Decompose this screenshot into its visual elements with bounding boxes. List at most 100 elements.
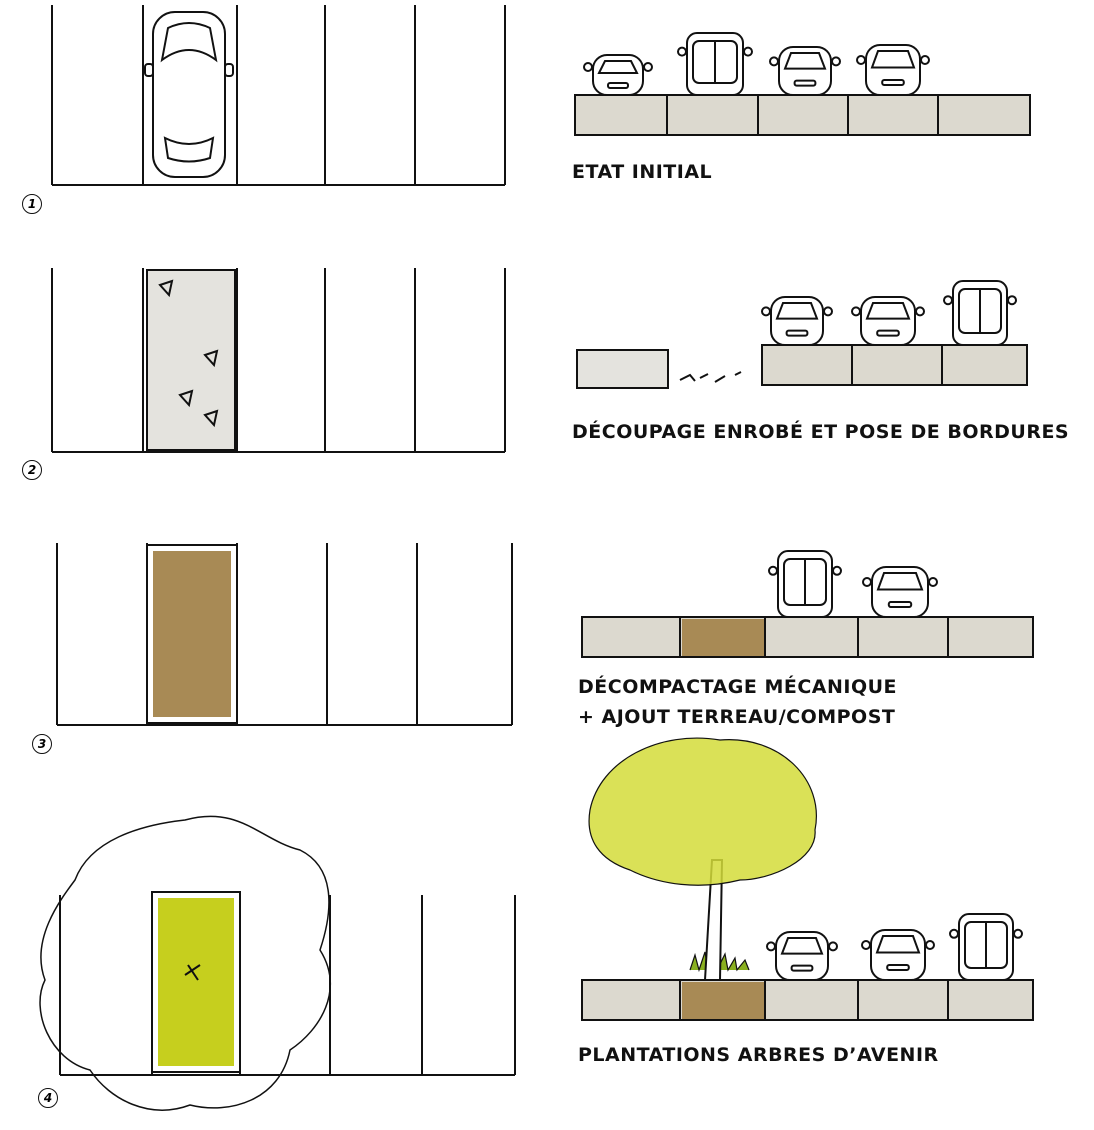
cut-asphalt-pit [146, 269, 236, 451]
license-plate [886, 964, 910, 971]
section-2-cut-slab [576, 349, 669, 389]
pavement-block [666, 94, 759, 136]
rear-window [875, 935, 921, 954]
section-4-pavement [581, 979, 1034, 1021]
car-rear-view [851, 296, 925, 346]
step-1-label: ETAT INITIAL [572, 161, 713, 183]
car-rear-view [766, 931, 838, 981]
license-plate [607, 82, 629, 89]
vehicle-body [592, 54, 644, 96]
rear-window [780, 937, 824, 955]
mirror [851, 306, 861, 317]
mirror [949, 928, 959, 939]
mirror [769, 56, 779, 67]
mirror [677, 46, 687, 57]
pavement-block [581, 616, 681, 658]
step-number-1: 1 [22, 194, 42, 214]
van-rear-view [677, 32, 753, 96]
license-plate [793, 79, 817, 87]
step-2-label: DÉCOUPAGE ENROBÉ ET POSE DE BORDURES [572, 421, 1070, 443]
car-mirror [224, 63, 234, 77]
license-plate [790, 964, 814, 972]
section-3-pavement [581, 616, 1034, 658]
license-plate [785, 329, 809, 337]
asphalt-debris [158, 279, 174, 298]
pavement-block [857, 979, 949, 1021]
mirror [928, 577, 938, 587]
mirror [862, 577, 872, 587]
rear-window [783, 52, 827, 70]
section-2-pavement [761, 344, 1028, 386]
vehicle-body [860, 296, 916, 346]
asphalt-debris [679, 371, 742, 383]
soil-compost-fill [153, 551, 231, 717]
plan-view-3 [56, 543, 513, 726]
grass-fill [158, 898, 234, 1066]
mirror [915, 306, 925, 317]
mirror [643, 62, 653, 72]
pavement-block [851, 344, 943, 386]
pavement-block [764, 616, 859, 658]
mirror [768, 565, 778, 576]
vehicle-body [865, 44, 921, 96]
step-3-label-2: + AJOUT TERREAU/COMPOST [578, 706, 896, 728]
van-rear-view [949, 913, 1023, 981]
rear-window [876, 572, 924, 591]
van-rear-view [943, 280, 1017, 346]
mirror [925, 940, 935, 950]
plan-view-1 [51, 5, 506, 186]
pavement-block [581, 979, 681, 1021]
step-3-label: DÉCOMPACTAGE MÉCANIQUE [578, 676, 898, 698]
tree-canopy [588, 737, 817, 886]
section-1-pavement [574, 94, 1031, 136]
pavement-block [761, 344, 853, 386]
car-body [152, 11, 226, 178]
mirror [832, 565, 842, 576]
pavement-block [857, 616, 949, 658]
car-rear-window [163, 136, 215, 163]
mirror [823, 306, 833, 317]
vehicle-body [871, 566, 929, 618]
pavement-block [947, 616, 1034, 658]
asphalt-debris [203, 349, 219, 368]
vehicle-body [775, 931, 829, 981]
soil-compost [682, 619, 764, 656]
step-number-3: 3 [32, 734, 52, 754]
vehicle-body [870, 929, 926, 981]
car-rear-view [862, 566, 938, 618]
license-plate [881, 79, 905, 86]
soil-compost [682, 982, 764, 1019]
license-plate [887, 601, 913, 608]
tree-canopy-outline [39, 815, 331, 1111]
car-rear-view [761, 296, 833, 346]
car-rear-view [583, 54, 653, 96]
mirror [583, 62, 593, 72]
asphalt-debris [178, 389, 194, 408]
car-rear-view [861, 929, 935, 981]
mirror [761, 306, 771, 317]
mirror [856, 55, 866, 65]
pavement-block [937, 94, 1031, 136]
mirror [1007, 295, 1017, 306]
mirror [743, 46, 753, 57]
van-rear-view [768, 550, 842, 618]
rear-window [597, 60, 639, 74]
pavement-block [847, 94, 939, 136]
pavement-block [764, 979, 859, 1021]
pavement-block [574, 94, 668, 136]
step-4-label: PLANTATIONS ARBRES D’AVENIR [578, 1044, 939, 1066]
plan-view-4 [59, 891, 516, 1076]
mirror [861, 940, 871, 950]
mirror [831, 56, 841, 67]
plan-view-2 [51, 268, 506, 453]
mirror [943, 295, 953, 306]
mirror [828, 941, 838, 952]
step-number-4: 4 [38, 1088, 58, 1108]
mirror [1013, 928, 1023, 939]
pavement-block [941, 344, 1028, 386]
car-rear-view [856, 44, 930, 96]
vehicle-body [778, 46, 832, 96]
car-rear-view [769, 46, 841, 96]
pavement-block [947, 979, 1034, 1021]
